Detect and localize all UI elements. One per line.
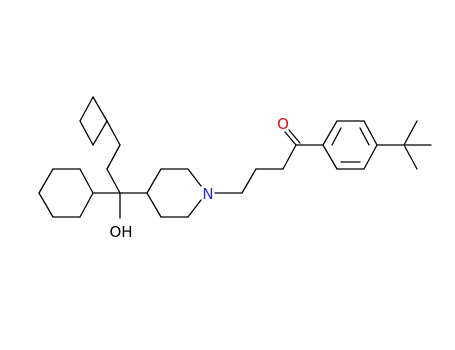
nitrogen-label: N bbox=[202, 185, 213, 203]
carbonyl-group bbox=[284, 129, 324, 146]
left-phenyl-ring bbox=[38, 168, 94, 218]
isopropyl-group bbox=[403, 120, 432, 170]
upper-phenyl-ring bbox=[79, 96, 121, 170]
carbonyl-oxygen-label: O bbox=[277, 115, 289, 133]
isopropylphenyl-ring bbox=[322, 120, 405, 170]
butyl-chain bbox=[214, 144, 297, 194]
upper-phenyl-hexagon bbox=[106, 144, 121, 170]
hydroxyl-label: OH bbox=[109, 223, 132, 241]
piperidine-ring bbox=[146, 168, 202, 218]
carbinol-carbon-bonds bbox=[92, 168, 148, 219]
